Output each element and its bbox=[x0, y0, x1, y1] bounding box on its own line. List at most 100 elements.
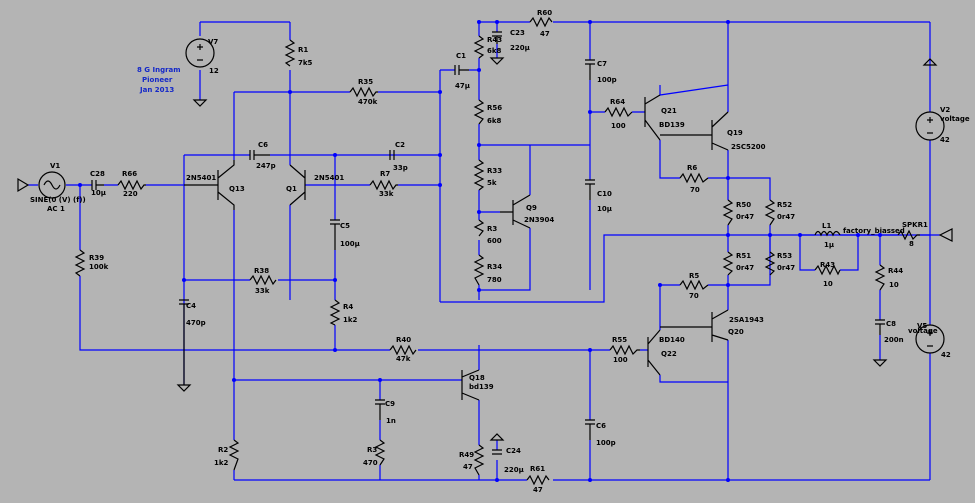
labels: 8 G Ingram Pioneer Jan 2013 V1 SINE(0 (V… bbox=[30, 9, 970, 494]
resistor-r44 bbox=[874, 264, 886, 291]
c2-value: 33p bbox=[393, 164, 408, 172]
r50-value: 0r47 bbox=[736, 213, 754, 221]
resistor-r1 bbox=[284, 39, 296, 67]
r6-name: R6 bbox=[687, 164, 697, 172]
resistor-spkr1 bbox=[897, 229, 920, 241]
r40-name: R40 bbox=[396, 336, 411, 344]
inductor-l1 bbox=[814, 230, 841, 237]
r1-name: R1 bbox=[298, 46, 308, 54]
r43-top-value: 6k8 bbox=[487, 47, 502, 55]
ground-symbol bbox=[938, 228, 953, 242]
resistor-r43-top bbox=[473, 35, 485, 59]
r5-name: R5 bbox=[689, 272, 699, 280]
q20-name: Q20 bbox=[728, 328, 744, 336]
c23-name: C23 bbox=[510, 29, 525, 37]
resistor-r60 bbox=[529, 16, 553, 28]
v1-value: SINE(0 (V) (f)) bbox=[30, 196, 86, 204]
v7-value: 12 bbox=[209, 67, 219, 75]
r66-value: 220 bbox=[123, 190, 138, 198]
c7-value: 100p bbox=[597, 76, 617, 84]
source-v2 bbox=[915, 111, 945, 141]
c23-value: 220µ bbox=[510, 44, 530, 52]
source-v5 bbox=[915, 324, 945, 354]
wires bbox=[28, 21, 940, 481]
ground-symbol bbox=[872, 359, 888, 367]
capacitor-c9 bbox=[375, 399, 385, 420]
transistor-q20 bbox=[660, 309, 729, 342]
date-note: Jan 2013 bbox=[139, 86, 174, 94]
v5-value2: 42 bbox=[941, 351, 951, 359]
q13-model: 2N5401 bbox=[186, 174, 216, 182]
source-v7 bbox=[185, 38, 215, 68]
capacitor-c28 bbox=[91, 180, 104, 190]
r35-name: R35 bbox=[358, 78, 373, 86]
v5-value: voltage bbox=[908, 327, 938, 335]
c4-name: C4 bbox=[186, 302, 196, 310]
r2-name: R2 bbox=[218, 446, 228, 454]
l1-name: L1 bbox=[822, 222, 831, 230]
c1-name: C1 bbox=[456, 52, 466, 60]
r38-name: R38 bbox=[254, 267, 269, 275]
author-note: 8 G Ingram bbox=[137, 66, 181, 74]
resistor-r51 bbox=[722, 251, 734, 276]
q1-model: 2N5401 bbox=[314, 174, 344, 182]
c6-low-value: 100p bbox=[596, 439, 616, 447]
v5-name: V5 bbox=[917, 322, 927, 330]
resistor-r50 bbox=[722, 199, 734, 226]
r44-value: 10 bbox=[889, 281, 899, 289]
resistor-r33 bbox=[473, 159, 485, 191]
resistor-r52 bbox=[764, 199, 776, 226]
q9-name: Q9 bbox=[526, 204, 537, 212]
c24-name: C24 bbox=[506, 447, 521, 455]
company-note: Pioneer bbox=[142, 76, 173, 84]
q9-model: 2N3904 bbox=[524, 216, 554, 224]
r56-value: 6k8 bbox=[487, 117, 502, 125]
r4-name: R4 bbox=[343, 303, 353, 311]
r56-name: R56 bbox=[487, 104, 502, 112]
v7-name: V7 bbox=[208, 38, 218, 46]
transistor-q22 bbox=[647, 329, 661, 376]
ground-symbol bbox=[489, 433, 505, 441]
r2-value: 1k2 bbox=[214, 459, 229, 467]
resistor-r66 bbox=[117, 179, 146, 191]
r34-name: R34 bbox=[487, 263, 502, 271]
c6-low-name: C6 bbox=[596, 422, 606, 430]
q22-name: Q22 bbox=[661, 350, 677, 358]
r35-value: 470k bbox=[358, 98, 378, 106]
r4-value: 1k2 bbox=[343, 316, 358, 324]
resistor-r40 bbox=[389, 344, 417, 356]
v2-value2: 42 bbox=[940, 136, 950, 144]
resistor-r49 bbox=[473, 444, 485, 476]
resistor-r5 bbox=[679, 279, 709, 291]
c1-value: 47µ bbox=[455, 82, 470, 90]
q21-model: BD139 bbox=[659, 121, 685, 129]
c9-value: 1n bbox=[386, 417, 396, 425]
c10-name: C10 bbox=[597, 190, 612, 198]
r7-name: R7 bbox=[380, 170, 390, 178]
resistor-r2 bbox=[228, 439, 240, 471]
q22-model: BD140 bbox=[659, 336, 685, 344]
r33-name: R33 bbox=[487, 167, 502, 175]
resistor-r4 bbox=[329, 299, 341, 326]
r49-value: 47 bbox=[463, 463, 473, 471]
c4-value: 470p bbox=[186, 319, 206, 327]
c28-name: C28 bbox=[90, 170, 105, 178]
c9-name: C9 bbox=[385, 400, 395, 408]
r52-name: R52 bbox=[777, 201, 792, 209]
r39-name: R39 bbox=[89, 254, 104, 262]
r53-name: R53 bbox=[777, 252, 792, 260]
capacitor-c5 bbox=[330, 219, 340, 250]
resistor-r39 bbox=[74, 249, 86, 277]
r3-value: 600 bbox=[487, 237, 502, 245]
r44-name: R44 bbox=[888, 267, 903, 275]
ground-symbol bbox=[192, 99, 208, 107]
q1-name: Q1 bbox=[286, 185, 297, 193]
c7-name: C7 bbox=[597, 60, 607, 68]
v1-value2: AC 1 bbox=[47, 205, 65, 213]
capacitor-c7 bbox=[585, 59, 595, 80]
spkr1-value: 8 bbox=[909, 240, 914, 248]
ground-symbol bbox=[17, 177, 30, 193]
v2-value: voltage bbox=[940, 115, 970, 123]
ground-symbol bbox=[489, 57, 505, 65]
